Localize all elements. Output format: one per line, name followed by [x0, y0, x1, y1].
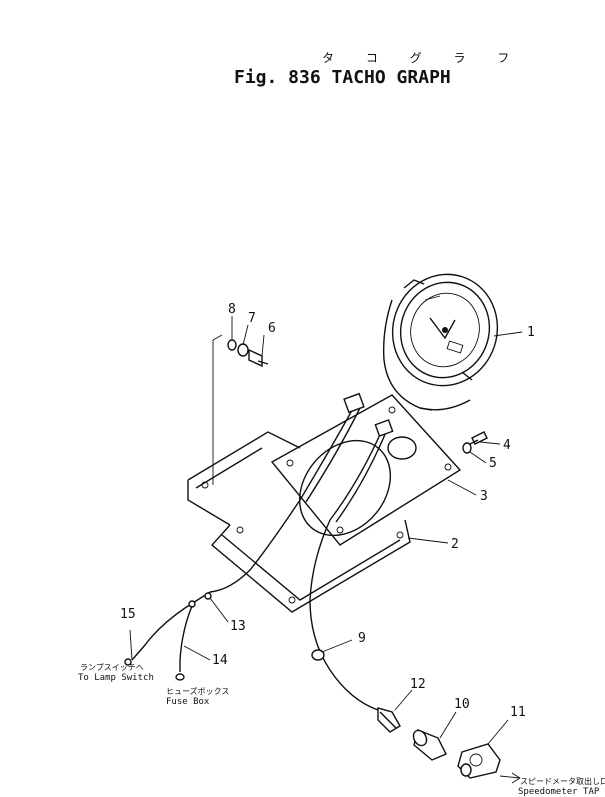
callout-9: 9 [358, 631, 366, 646]
callout-4: 4 [503, 438, 511, 453]
note-fuse-jp: ヒューズボックス [166, 686, 229, 696]
note-speedo-jp: スピードメータ取出し口 [520, 776, 605, 786]
callout-2: 2 [451, 537, 459, 552]
cable-harness [209, 392, 394, 711]
figure-title: Fig. 836 TACHO GRAPH [234, 67, 451, 88]
callout-10: 10 [454, 697, 470, 712]
callout-5: 5 [489, 456, 497, 471]
note-lamp-jp: ランプスイッチへ [80, 663, 144, 672]
callout-1: 1 [527, 325, 535, 340]
mounting-frame [187, 431, 411, 613]
callout-3: 3 [480, 489, 488, 504]
speedo-cable-fittings [311, 649, 501, 779]
bolt-set-plate [462, 431, 488, 454]
callout-13: 13 [230, 619, 246, 634]
callout-14: 14 [212, 653, 228, 668]
figure-kana-title: タ コ グ ラ フ [322, 51, 523, 65]
note-speedo-en: Speedometer TAP [518, 787, 600, 797]
callout-7: 7 [248, 311, 256, 326]
callout-6: 6 [268, 321, 276, 336]
callout-8: 8 [228, 302, 236, 317]
tachograph-gauge [382, 273, 499, 411]
note-fuse-en: Fuse Box [166, 697, 210, 707]
callout-labels: 1 2 3 4 5 6 7 8 9 10 11 12 13 14 15 [120, 302, 535, 720]
callout-11: 11 [510, 705, 526, 720]
leader-lines [129, 316, 523, 784]
note-lamp-en: To Lamp Switch [78, 673, 154, 683]
wire-leads [124, 591, 212, 681]
destination-notes: ランプスイッチへ To Lamp Switch ヒューズボックス Fuse Bo… [78, 663, 605, 797]
bolt-set-upper [212, 334, 269, 485]
callout-15: 15 [120, 607, 136, 622]
callout-12: 12 [410, 677, 426, 692]
